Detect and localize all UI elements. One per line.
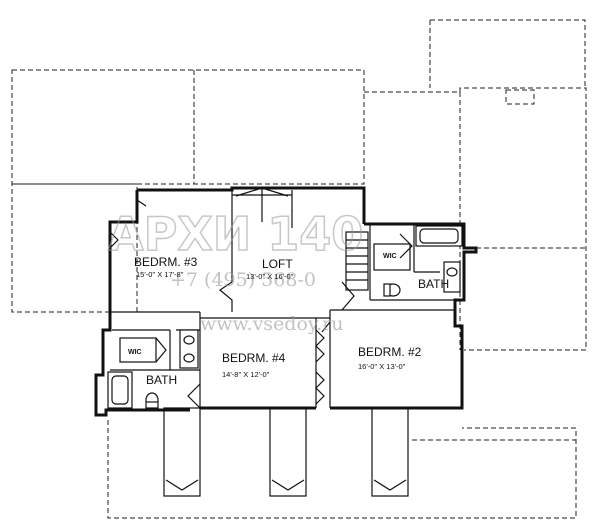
porch-columns	[163, 407, 409, 497]
bedroom3-dims: 15'-0" X 17'-8"	[136, 270, 184, 279]
bedroom2-name: BEDRM. #2	[358, 345, 422, 359]
bedroom2-dims: 16'-0" X 13'-0"	[358, 362, 406, 371]
bedroom4-name: BEDRM. #4	[222, 351, 286, 365]
interior-walls	[110, 190, 455, 408]
bedroom4-dims: 14'-8" X 12'-0"	[222, 370, 270, 379]
loft-dims: 13'-0" X 16'-0"	[246, 272, 294, 281]
left-bath-fixtures	[107, 329, 199, 409]
stair	[218, 231, 369, 312]
bedroom4-closet	[315, 318, 331, 408]
exterior-walls	[94, 186, 478, 417]
watermark-phone: +7 (495) 568-0	[170, 269, 316, 291]
roof-outline	[11, 19, 587, 519]
loft-name: LOFT	[262, 257, 293, 271]
wic-right-label: WIC	[383, 253, 397, 260]
right-bath-fixtures	[373, 225, 463, 297]
wic-left-label: WIC	[128, 349, 142, 356]
watermark-url: www.vsedoy.ru	[200, 313, 343, 335]
watermark-logo: АРХИ 140	[108, 207, 363, 261]
loft-bay	[235, 187, 289, 222]
bedroom3-door	[109, 199, 201, 409]
bath-right-name: BATH	[418, 277, 449, 291]
bath-left-name: BATH	[146, 373, 177, 387]
bedroom3-name: BEDRM. #3	[134, 255, 198, 269]
